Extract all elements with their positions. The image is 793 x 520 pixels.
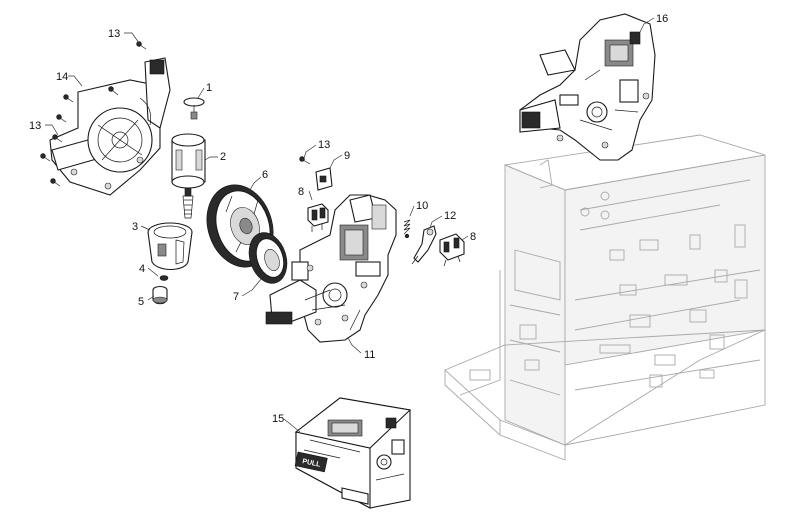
part-8-sensor-left: [307, 203, 329, 232]
callout-4: 4: [139, 263, 145, 275]
part-7-small-gear: [248, 232, 288, 284]
callout-13-left: 13: [29, 120, 41, 132]
part-11-side-frame: [265, 194, 397, 343]
leader-lines: [45, 17, 655, 433]
part-16-upper-assembly: [519, 13, 656, 161]
callout-13-mid: 13: [318, 139, 330, 151]
callout-16: 16: [656, 13, 668, 25]
part-2-motor: [171, 133, 206, 219]
part-1-gear-pin: [183, 97, 205, 120]
callout-14: 14: [56, 71, 68, 83]
part-13-screws-left: [40, 41, 147, 187]
callout-8-right: 8: [470, 231, 476, 243]
callout-12: 12: [444, 210, 456, 222]
callout-11: 11: [364, 349, 375, 361]
chassis-frame: [444, 134, 766, 461]
callout-15: 15: [272, 413, 284, 425]
callout-5: 5: [138, 296, 144, 308]
part-12-lever: [411, 225, 437, 265]
callout-8-left: 8: [298, 186, 304, 198]
part-5-bushing: [152, 285, 168, 305]
callout-2: 2: [220, 151, 226, 163]
callout-labels: 13 14 13 1 2 6 3 4 5 7 8 9 13 10 12 8 11…: [29, 13, 668, 425]
part-4-washer: [159, 275, 169, 281]
callout-7: 7: [233, 291, 239, 303]
part-10-spring: [403, 219, 411, 239]
callout-3: 3: [132, 221, 138, 233]
part-13-screw-middle: [299, 156, 311, 165]
callout-6: 6: [262, 169, 268, 181]
callout-1: 1: [206, 82, 212, 94]
part-15-lower-module: PULL: [294, 397, 412, 509]
pull-label: PULL: [302, 458, 322, 469]
callout-10: 10: [416, 200, 428, 212]
part-9-bracket: [315, 167, 333, 191]
part-3-gear-housing: [147, 222, 193, 271]
part-8-sensor-right: [439, 233, 465, 267]
part-14-motor-plate: [49, 57, 171, 196]
callout-9: 9: [344, 150, 350, 162]
callout-13-top: 13: [108, 28, 120, 40]
